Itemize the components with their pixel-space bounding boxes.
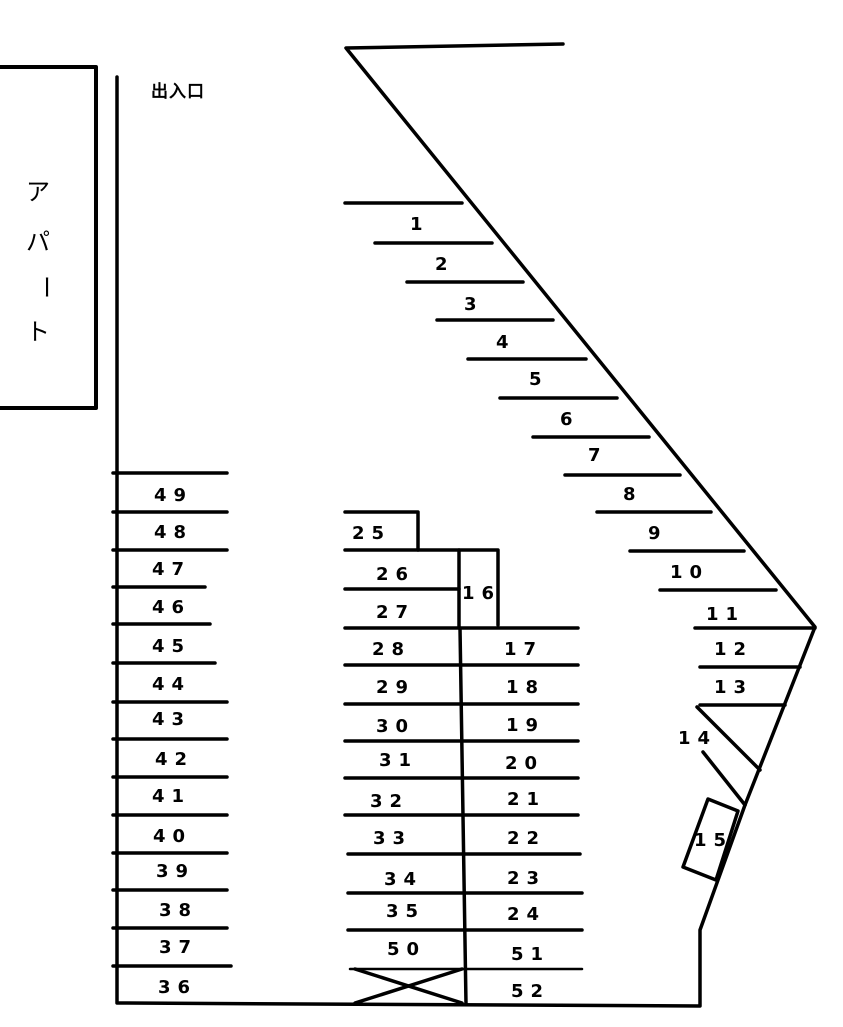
- apartment-building-outline: [0, 65, 98, 410]
- right-stall-lines: [681, 626, 817, 882]
- stall-label-7: 7: [588, 445, 608, 466]
- stall-label-37: 37: [159, 937, 199, 958]
- stall-label-24: 24: [507, 904, 547, 925]
- stall-label-15: 15: [694, 830, 734, 851]
- entrance-label: 出入口: [151, 82, 205, 102]
- stall-label-52: 52: [511, 981, 551, 1002]
- stall-label-32: 32: [370, 791, 410, 812]
- diagonal-stall-lines: [343, 201, 778, 592]
- stall-label-42: 42: [155, 749, 195, 770]
- stall-label-33: 33: [373, 828, 413, 849]
- stall-label-36: 36: [158, 977, 198, 998]
- stall-label-39: 39: [156, 861, 196, 882]
- stall-label-34: 34: [384, 869, 424, 890]
- stall-label-5: 5: [529, 369, 549, 390]
- stall-label-1: 1: [410, 214, 430, 235]
- stall-label-12: 12: [714, 639, 754, 660]
- stall-15-box: [681, 797, 740, 882]
- stall-label-17: 17: [504, 639, 544, 660]
- stall-label-11: 11: [706, 604, 746, 625]
- stall-label-23: 23: [507, 868, 547, 889]
- stall-label-18: 18: [506, 677, 546, 698]
- stall-label-27: 27: [376, 602, 416, 623]
- apartment-label-char: ー: [32, 275, 60, 299]
- stall-label-43: 43: [152, 709, 192, 730]
- apartment-label-char: ア: [26, 178, 50, 206]
- stall-label-40: 40: [153, 826, 193, 847]
- apartment-label-char: ト: [26, 318, 50, 346]
- stall-label-9: 9: [648, 523, 668, 544]
- stall-label-4: 4: [496, 332, 516, 353]
- stall-label-35: 35: [386, 901, 426, 922]
- stall-label-38: 38: [159, 900, 199, 921]
- center-stall-lines: [343, 510, 584, 1006]
- stall-label-47: 47: [152, 559, 192, 580]
- stall-label-30: 30: [376, 716, 416, 737]
- stall-label-21: 21: [507, 789, 547, 810]
- stall-label-22: 22: [507, 828, 547, 849]
- stall-label-49: 49: [154, 485, 194, 506]
- stall-label-44: 44: [152, 674, 192, 695]
- stall-label-10: 10: [670, 562, 710, 583]
- closed-stall-cross-b: [353, 967, 464, 1005]
- stall-25-box: [343, 510, 420, 552]
- stall-label-51: 51: [511, 944, 551, 965]
- stall-label-13: 13: [714, 677, 754, 698]
- stall-label-26: 26: [376, 564, 416, 585]
- stall-label-41: 41: [152, 786, 192, 807]
- stall-16-box: [343, 548, 500, 627]
- stall-label-8: 8: [623, 484, 643, 505]
- stall-label-16: 16: [462, 583, 502, 604]
- apartment-label-char: パ: [26, 228, 50, 256]
- stall-label-31: 31: [379, 750, 419, 771]
- stall-label-48: 48: [154, 522, 194, 543]
- stall-label-29: 29: [376, 677, 416, 698]
- stall-label-2: 2: [435, 254, 455, 275]
- stall-label-45: 45: [152, 636, 192, 657]
- stall-label-50: 50: [387, 939, 427, 960]
- stall-label-14: 14: [678, 728, 718, 749]
- stall-label-25: 25: [352, 523, 392, 544]
- lot-boundary: [115, 42, 817, 1008]
- stall-label-6: 6: [560, 409, 580, 430]
- stall-label-46: 46: [152, 597, 192, 618]
- stall-label-20: 20: [505, 753, 545, 774]
- stall-label-19: 19: [506, 715, 546, 736]
- stall-label-28: 28: [372, 639, 412, 660]
- stall-label-3: 3: [464, 294, 484, 315]
- left-stall-lines: [111, 471, 233, 968]
